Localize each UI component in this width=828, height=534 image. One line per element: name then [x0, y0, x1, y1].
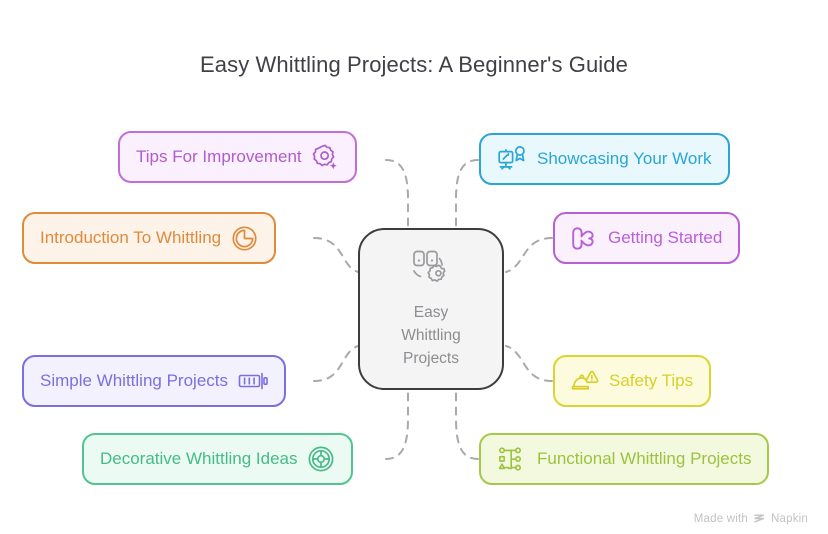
connector-functional-whittling-projects	[455, 387, 479, 460]
branch-label-tips-for-improvement: Tips For Improvement	[136, 147, 302, 166]
branch-node-decorative-whittling-ideas[interactable]: Decorative Whittling Ideas	[82, 433, 354, 485]
branch-node-simple-whittling-projects[interactable]: Simple Whittling Projects	[22, 355, 287, 407]
gear-sparkle-icon	[312, 144, 339, 171]
napkin-logo-icon	[753, 512, 766, 525]
branch-label-functional-whittling-projects: Functional Whittling Projects	[537, 449, 752, 468]
page-title: Easy Whittling Projects: A Beginner's Gu…	[200, 52, 628, 77]
connector-showcasing-your-work	[455, 159, 479, 231]
blob-k-icon	[571, 225, 598, 252]
easel-award-icon	[497, 144, 527, 174]
connector-decorative-whittling-ideas	[385, 387, 409, 460]
branch-node-functional-whittling-projects[interactable]: Functional Whittling Projects	[479, 433, 770, 485]
branch-node-getting-started[interactable]: Getting Started	[553, 212, 741, 264]
branch-label-introduction-to-whittling: Introduction To Whittling	[40, 228, 222, 247]
branch-label-showcasing-your-work: Showcasing Your Work	[537, 149, 712, 168]
center-node-label-line-1: Easy	[413, 304, 449, 321]
center-node-label-line-2: Whittling	[401, 327, 461, 344]
device-gear-icon	[410, 249, 452, 292]
branch-node-safety-tips[interactable]: Safety Tips	[553, 355, 712, 407]
connector-getting-started	[505, 237, 553, 273]
branch-node-tips-for-improvement[interactable]: Tips For Improvement	[118, 131, 357, 183]
node-hierarchy-icon	[497, 445, 527, 473]
pie-chart-circle-icon	[231, 225, 258, 252]
center-node-label-line-3: Projects	[403, 350, 459, 367]
battery-bars-icon	[238, 370, 268, 392]
branch-node-showcasing-your-work[interactable]: Showcasing Your Work	[479, 133, 730, 185]
watermark-text: Made with	[693, 512, 748, 525]
branch-label-decorative-whittling-ideas: Decorative Whittling Ideas	[100, 449, 298, 468]
branch-label-getting-started: Getting Started	[608, 228, 723, 247]
lifebuoy-wheel-icon	[307, 445, 335, 473]
center-node[interactable]: Easy Whittling Projects	[358, 228, 504, 390]
connector-safety-tips	[505, 345, 553, 382]
connector-simple-whittling-projects	[313, 345, 359, 382]
branch-label-safety-tips: Safety Tips	[609, 371, 694, 390]
connector-tips-for-improvement	[385, 159, 409, 231]
branch-node-introduction-to-whittling[interactable]: Introduction To Whittling	[22, 212, 277, 264]
branch-label-simple-whittling-projects: Simple Whittling Projects	[40, 371, 229, 390]
napkin-watermark: Made with Napkin	[694, 512, 808, 525]
watermark-brand: Napkin	[771, 512, 808, 525]
hardhat-warning-icon	[571, 367, 599, 395]
connector-introduction-to-whittling	[313, 237, 359, 273]
